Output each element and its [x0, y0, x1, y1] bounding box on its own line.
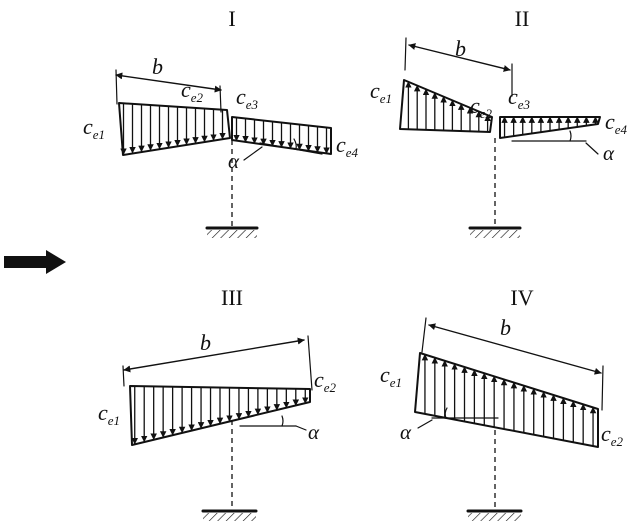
load-label-ce1: ce1 — [98, 400, 120, 428]
load-label-ce2: ce2 — [314, 367, 337, 395]
panel-III: III b α ce1 ce2 — [98, 285, 337, 521]
load-label-ce4: ce4 — [605, 109, 628, 137]
panel-I: I b α ce1 ce2 ce3 ce4 — [83, 6, 359, 238]
roof-pressure — [414, 352, 599, 448]
pressure-arrows-left — [120, 103, 226, 155]
angle-alpha-label: α — [308, 420, 320, 444]
panel-title: IV — [510, 285, 533, 310]
pressure-arrows-right — [501, 116, 599, 138]
load-label-ce3: ce3 — [508, 84, 531, 112]
dimension-line-b — [408, 43, 511, 72]
dimension-label-b: b — [500, 315, 511, 340]
roof-slope-left-pressure — [118, 102, 231, 156]
pressure-arrows — [131, 386, 309, 445]
angle-alpha-label: α — [228, 149, 240, 173]
panel-II: II b α ce1 ce2 ce3 ce4 — [370, 6, 628, 238]
load-label-ce2: ce2 — [470, 93, 493, 121]
dimension-label-b: b — [455, 36, 466, 61]
angle-alpha-label: α — [400, 420, 412, 444]
pressure-arrows-left — [405, 81, 491, 132]
load-label-ce1: ce1 — [83, 114, 105, 142]
load-label-ce2: ce2 — [601, 421, 624, 449]
panel-title: III — [221, 285, 243, 310]
dimension-line-b — [123, 337, 305, 373]
load-label-ce1: ce1 — [370, 78, 392, 106]
load-label-ce3: ce3 — [236, 84, 259, 112]
load-label-ce1: ce1 — [380, 362, 402, 390]
wind-direction-arrow — [4, 250, 66, 274]
dimension-label-b: b — [200, 330, 211, 355]
panel-title: I — [228, 6, 235, 31]
panel-IV: IV b α ce1 ce2 — [380, 285, 624, 521]
pressure-arrows-right — [233, 117, 330, 155]
angle-alpha-label: α — [603, 141, 615, 165]
pressure-arrows — [421, 353, 597, 447]
dimension-line-b — [115, 72, 222, 93]
dimension-line-b — [428, 323, 602, 375]
roof-slope-right-pressure — [231, 116, 332, 155]
load-label-ce2: ce2 — [181, 77, 204, 105]
panel-title: II — [515, 6, 530, 31]
load-label-ce4: ce4 — [336, 132, 359, 160]
roof-pressure — [129, 385, 311, 446]
dimension-label-b: b — [152, 54, 163, 79]
